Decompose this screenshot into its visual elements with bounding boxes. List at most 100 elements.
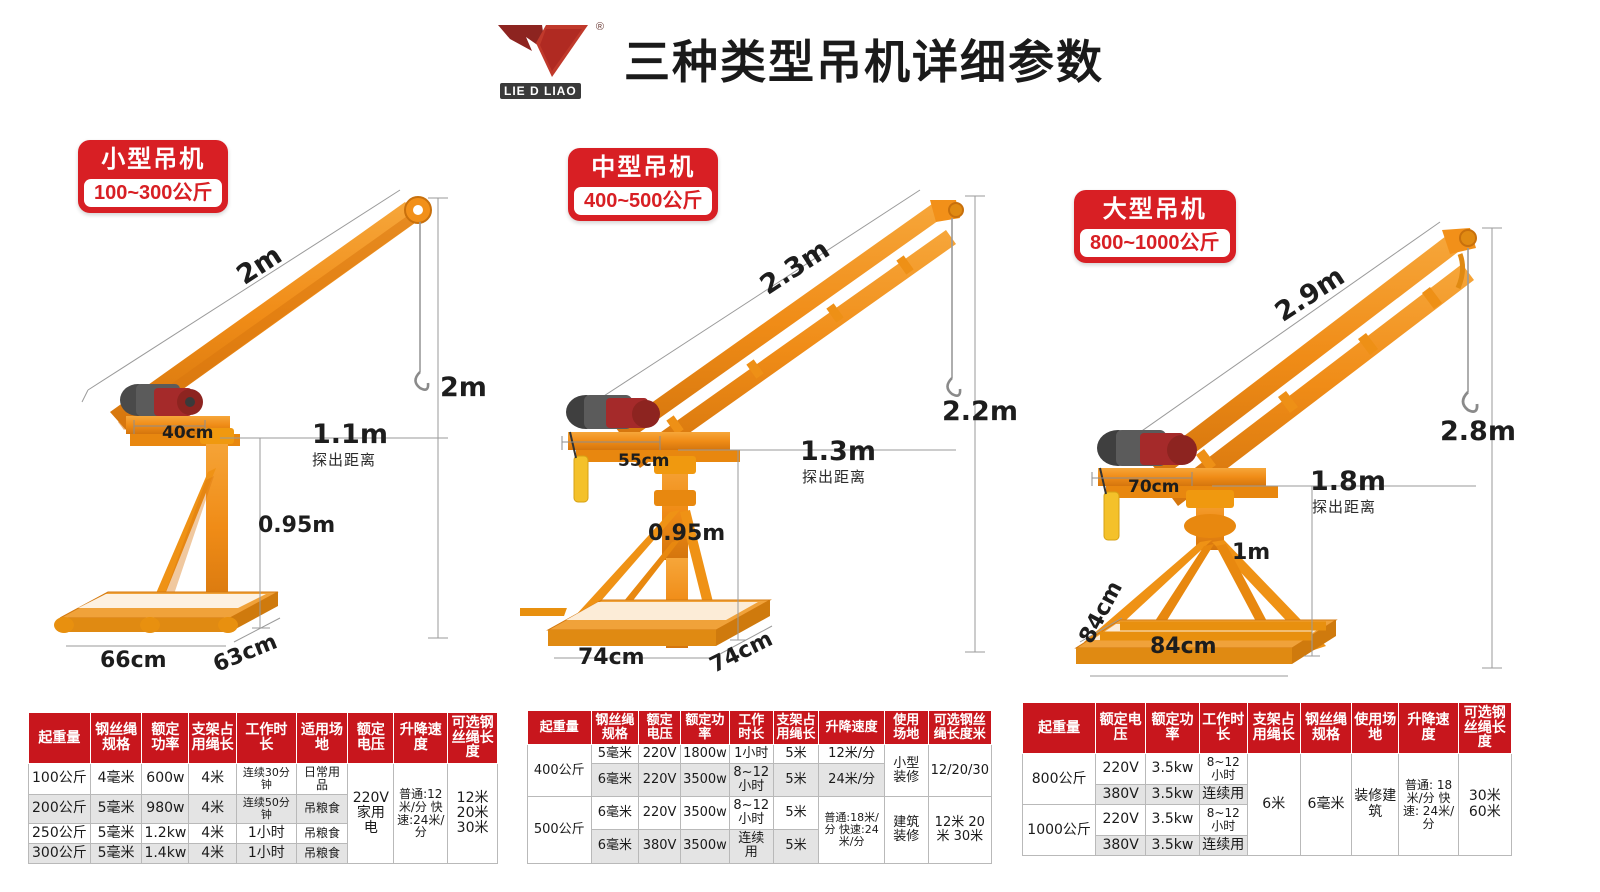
t2-g0-r0-c3: 1小时 <box>728 744 774 765</box>
t1-r1-c1: 5毫米 <box>89 793 143 824</box>
t2-g1-r1-c3: 连续用 <box>728 829 774 864</box>
crane-medium-lift-height: 2.2m <box>942 396 1018 427</box>
t2-th-5: 支架占用绳长 <box>772 709 820 746</box>
crane-small-mast-height: 0.95m <box>258 513 336 538</box>
t2-g1-r0-c0: 6毫米 <box>590 796 640 831</box>
crane-small-base-width: 66cm <box>100 648 167 673</box>
t2-g1-capacity: 500公斤 <box>527 796 592 864</box>
crane-large-mast-height: 1m <box>1232 540 1271 565</box>
crane-large-base-width: 84cm <box>1150 634 1217 659</box>
table-row: 250公斤 5毫米 1.2kw 4米 1小时 吊粮食 <box>28 822 498 844</box>
t3-g1-r1-c0: 380V <box>1095 834 1147 857</box>
t3-g0-capacity: 800公斤 <box>1021 753 1097 806</box>
crane-large-reach: 1.8m <box>1310 466 1386 497</box>
badge-large-capacity: 800~1000公斤 <box>1080 229 1230 257</box>
t3-g0-r1-c1: 3.5kw <box>1145 783 1200 806</box>
t3-th-4: 支架占用绳长 <box>1246 701 1301 755</box>
spec-table-large-crane: 起重量 额定电压 额定功率 工作时长 支架占用绳长 钢丝绳规格 使用场地 升降速… <box>1021 701 1513 857</box>
t2-g0-r0-c1: 220V <box>638 744 682 765</box>
crane-small-lift-height: 2m <box>440 372 487 403</box>
t1-th-1: 钢丝绳规格 <box>89 711 143 765</box>
t2-g0-r1-c3: 8~12小时 <box>728 763 774 798</box>
t1-r2-c0: 250公斤 <box>28 822 91 844</box>
t1-rope-lengths: 12米 20米 30米 <box>447 763 498 864</box>
t1-th-0: 起重量 <box>28 711 91 765</box>
t2-th-4: 工作时长 <box>728 709 774 746</box>
t2-g0-rope: 12/20/30 <box>927 744 993 798</box>
t1-r0-c0: 100公斤 <box>28 763 91 795</box>
t3-g1-r1-c1: 3.5kw <box>1145 834 1200 857</box>
t2-g0-site: 小型装修 <box>883 744 929 798</box>
badge-large-title: 大型吊机 <box>1102 196 1207 223</box>
t1-th-7: 升降速度 <box>393 711 449 765</box>
registered-mark: ® <box>595 21 604 33</box>
table-row: 800公斤 220V 3.5kw 8~12小时 6米 6毫米 装修建筑 普通: … <box>1021 753 1513 857</box>
crane-medium-base-width: 74cm <box>578 645 645 670</box>
t3-th-3: 工作时长 <box>1198 701 1248 755</box>
t1-r3-c2: 1.4kw <box>141 842 190 864</box>
t3-g1-r0-c0: 220V <box>1095 804 1147 836</box>
badge-large-crane: 大型吊机 800~1000公斤 <box>1074 190 1236 263</box>
t3-g1-capacity: 1000公斤 <box>1021 804 1097 857</box>
table-row: 380V 3.5kw 连续用 <box>1023 783 1512 806</box>
t1-r3-c3: 4米 <box>188 842 238 864</box>
t1-th-2: 额定功率 <box>141 711 190 765</box>
badge-medium-crane: 中型吊机 400~500公斤 <box>568 148 719 221</box>
t1-th-8: 可选钢丝绳长度 <box>447 711 498 765</box>
t1-r1-c2: 980w <box>141 793 190 824</box>
t2-g1-r1-c0: 6毫米 <box>590 829 640 864</box>
t1-r0-c1: 4毫米 <box>89 763 143 795</box>
t3-rope-spec-len: 6米 <box>1246 753 1301 857</box>
t1-r2-c2: 1.2kw <box>141 822 190 844</box>
table-row: 300公斤 5毫米 1.4kw 4米 1小时 吊粮食 <box>28 842 498 864</box>
crane-large-arm-offset: 70cm <box>1128 477 1180 497</box>
t3-g1-r0-c1: 3.5kw <box>1145 804 1200 836</box>
crane-small-reach: 1.1m <box>312 419 388 450</box>
t3-g0-r1-c0: 380V <box>1095 783 1147 806</box>
t2-g0-r1-c1: 220V <box>638 763 682 798</box>
t2-th-1: 钢丝绳规格 <box>590 709 640 746</box>
crane-small-illustration <box>54 189 448 647</box>
badge-small-crane: 小型吊机 100~300公斤 <box>78 140 229 213</box>
t2-th-2: 额定电压 <box>638 709 682 746</box>
crane-large-illustration <box>1074 221 1502 677</box>
t1-th-6: 额定电压 <box>347 711 395 765</box>
t2-g1-r1-c2: 3500w <box>680 829 730 864</box>
t3-th-0: 起重量 <box>1021 701 1097 755</box>
t1-th-5: 适用场地 <box>295 711 349 765</box>
t3-th-2: 额定功率 <box>1145 701 1200 755</box>
crane-medium-mast-height: 0.95m <box>648 521 726 546</box>
t2-g0-r0-c2: 1800w <box>680 744 730 765</box>
t1-r2-c1: 5毫米 <box>89 822 143 844</box>
crane-small-reach-note: 探出距离 <box>312 451 377 469</box>
crane-medium-reach: 1.3m <box>800 436 876 467</box>
table1-header-row: 起重量 钢丝绳规格 额定功率 支架占用绳长 工作时长 适用场地 额定电压 升降速… <box>28 711 498 765</box>
badge-medium-capacity: 400~500公斤 <box>574 187 713 215</box>
table-row: 6毫米 380V 3500w 连续用 5米 <box>528 829 992 864</box>
t2-g0-r0-c4: 5米 <box>772 744 820 765</box>
t1-r0-c5: 日常用品 <box>295 763 349 795</box>
t2-g0-r1-c2: 3500w <box>680 763 730 798</box>
t2-g0-r1-c4: 5米 <box>772 763 820 798</box>
crane-medium-illustration <box>520 189 985 659</box>
t3-g0-r0-c0: 220V <box>1095 753 1147 785</box>
t3-th-1: 额定电压 <box>1095 701 1147 755</box>
t2-g1-rope: 12米 20米 30米 <box>927 796 993 864</box>
t2-g1-r1-c4: 5米 <box>772 829 820 864</box>
t1-voltage: 220V家用电 <box>347 763 395 864</box>
t1-r0-c2: 600w <box>141 763 190 795</box>
t3-g0-r0-c1: 3.5kw <box>1145 753 1200 785</box>
t2-g0-r1-c0: 6毫米 <box>590 763 640 798</box>
t2-g1-speed: 普通:18米/分 快速:24米/分 <box>818 796 885 864</box>
t2-g1-site: 建筑装修 <box>883 796 929 864</box>
t3-speed: 普通: 18米/分 快速: 24米/分 <box>1398 753 1459 857</box>
t1-r3-c5: 吊粮食 <box>295 842 349 864</box>
table-row: 500公斤 6毫米 220V 3500w 8~12小时 5米 普通:18米/分 … <box>527 796 993 864</box>
t1-r3-c4: 1小时 <box>236 842 297 864</box>
t1-r1-c5: 吊粮食 <box>295 793 349 824</box>
t1-r3-c0: 300公斤 <box>28 842 91 864</box>
t2-g1-r0-c2: 3500w <box>680 796 730 831</box>
t1-r2-c4: 1小时 <box>236 822 297 844</box>
t2-th-0: 起重量 <box>527 709 592 746</box>
